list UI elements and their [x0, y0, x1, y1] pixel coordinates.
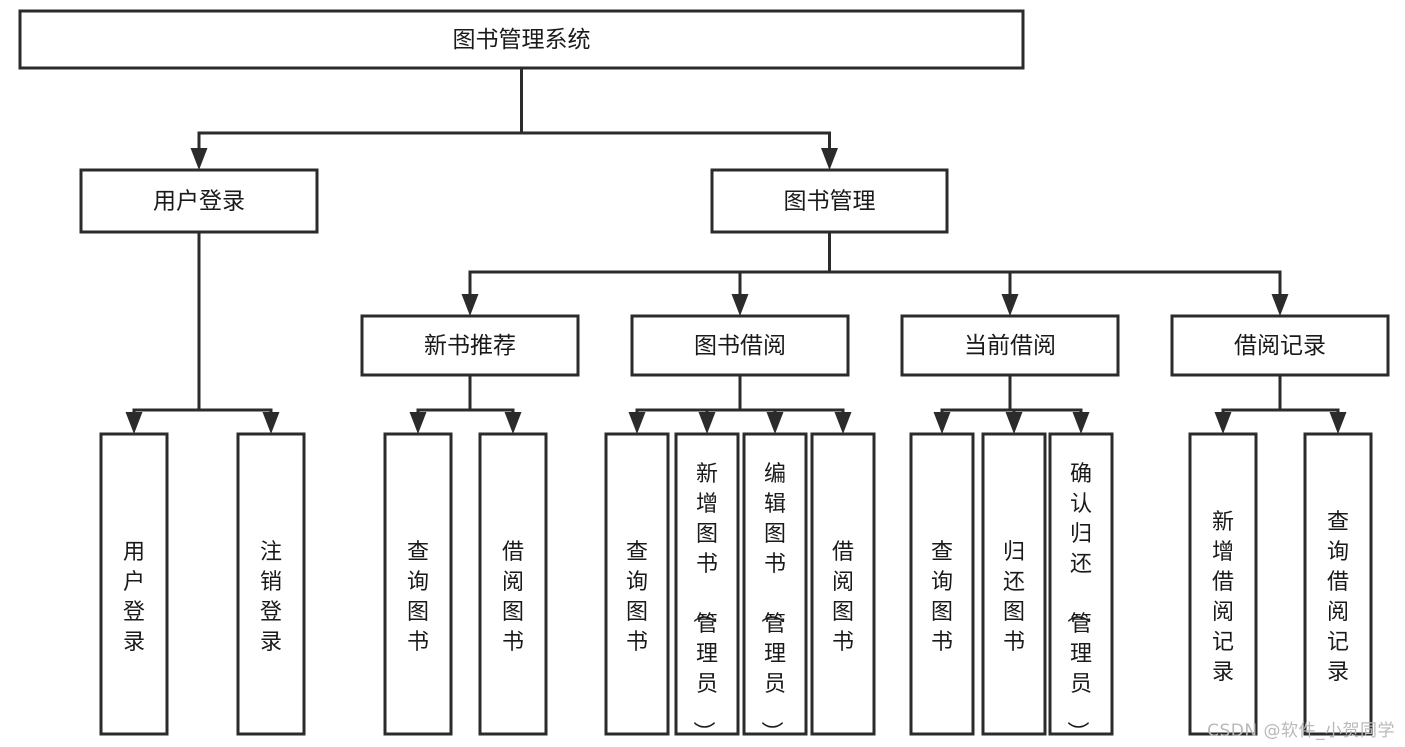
node-box: [909, 432, 975, 736]
node-label: 新书推荐: [424, 333, 516, 359]
arrow-head-icon: [933, 412, 951, 434]
arrow-head-icon: [1271, 294, 1289, 316]
node-label: 查询借阅记录: [1327, 510, 1349, 685]
node-current[interactable]: 当前借阅: [900, 314, 1120, 377]
node-box: [478, 432, 548, 736]
arrow-head-icon: [504, 412, 522, 434]
node-box: [1188, 432, 1258, 736]
node-label: 借阅图书: [502, 540, 524, 655]
watermark-label: CSDN @软件_小贺同学: [1207, 721, 1395, 741]
node-leaf-new-2[interactable]: 借阅图书: [478, 432, 548, 736]
edges-layer: [125, 66, 1347, 434]
node-box: [630, 314, 850, 377]
node-box: [383, 432, 453, 736]
node-box: [236, 432, 306, 736]
node-label: 用户登录: [123, 540, 145, 655]
edge-group-root: [190, 66, 838, 170]
node-box: [900, 314, 1120, 377]
node-box: [99, 432, 169, 736]
edge-group-bookmgmt: [461, 230, 1289, 316]
arrow-head-icon: [731, 294, 749, 316]
node-leaf-cur-3[interactable]: 确认归还（管理员）: [1048, 432, 1114, 743]
node-newbook[interactable]: 新书推荐: [360, 314, 580, 377]
node-label: 归还图书: [1003, 540, 1025, 655]
node-label: 查询图书: [931, 540, 953, 655]
node-label: 用户登录: [153, 189, 245, 215]
node-leaf-login-2[interactable]: 注销登录: [236, 432, 306, 736]
node-label: 借阅记录: [1234, 333, 1326, 359]
node-leaf-cur-1[interactable]: 查询图书: [909, 432, 975, 736]
node-label: 借阅图书: [832, 540, 854, 655]
node-label: 新增图书（管理员）: [690, 462, 718, 743]
node-box: [1048, 432, 1114, 736]
node-leaf-bor-3[interactable]: 编辑图书（管理员）: [742, 432, 808, 743]
node-leaf-rec-1[interactable]: 新增借阅记录: [1188, 432, 1258, 736]
arrow-head-icon: [1329, 412, 1347, 434]
arrow-head-icon: [1001, 294, 1019, 316]
node-box: [360, 314, 580, 377]
arrow-head-icon: [1005, 412, 1023, 434]
node-box: [981, 432, 1047, 736]
edge-group-login: [125, 230, 280, 434]
node-label: 新增借阅记录: [1212, 510, 1234, 685]
node-label: 注销登录: [260, 540, 282, 655]
node-box: [18, 9, 1025, 70]
node-root[interactable]: 图书管理系统: [18, 9, 1025, 70]
node-bookmgmt[interactable]: 图书管理: [710, 168, 949, 234]
edge-group-records: [1214, 373, 1347, 434]
arrow-head-icon: [461, 294, 479, 316]
arrow-head-icon: [766, 412, 784, 434]
node-label: 查询图书: [407, 540, 429, 655]
node-leaf-bor-4[interactable]: 借阅图书: [810, 432, 876, 736]
node-records[interactable]: 借阅记录: [1170, 314, 1390, 377]
node-borrow[interactable]: 图书借阅: [630, 314, 850, 377]
edge-group-borrow: [628, 373, 852, 434]
node-box: [810, 432, 876, 736]
node-box: [710, 168, 949, 234]
node-leaf-login-1[interactable]: 用户登录: [99, 432, 169, 736]
node-label: 确认归还（管理员）: [1064, 462, 1092, 743]
node-login[interactable]: 用户登录: [79, 168, 319, 234]
node-box: [604, 432, 670, 736]
arrow-head-icon: [1072, 412, 1090, 434]
node-leaf-new-1[interactable]: 查询图书: [383, 432, 453, 736]
node-leaf-bor-2[interactable]: 新增图书（管理员）: [674, 432, 740, 743]
node-label: 图书管理: [784, 189, 876, 215]
arrow-head-icon: [190, 148, 208, 170]
edge-group-newbook: [409, 373, 522, 434]
arrow-head-icon: [821, 148, 838, 170]
node-label: 查询图书: [626, 540, 648, 655]
node-leaf-cur-2[interactable]: 归还图书: [981, 432, 1047, 736]
node-label: 当前借阅: [964, 333, 1056, 359]
edge-group-current: [933, 373, 1090, 434]
node-label: 图书管理系统: [453, 27, 591, 53]
node-leaf-bor-1[interactable]: 查询图书: [604, 432, 670, 736]
node-label: 图书借阅: [694, 333, 786, 359]
arrow-head-icon: [1214, 412, 1232, 434]
arrow-head-icon: [628, 412, 646, 434]
node-box: [79, 168, 319, 234]
arrow-head-icon: [262, 412, 280, 434]
arrow-head-icon: [834, 412, 852, 434]
node-box: [742, 432, 808, 736]
arrow-head-icon: [698, 412, 716, 434]
node-box: [1170, 314, 1390, 377]
nodes-layer: 图书管理系统用户登录图书管理新书推荐图书借阅当前借阅借阅记录用户登录注销登录查询…: [18, 9, 1390, 743]
node-box: [1303, 432, 1373, 736]
node-leaf-rec-2[interactable]: 查询借阅记录: [1303, 432, 1373, 736]
arrow-head-icon: [125, 412, 143, 434]
node-box: [674, 432, 740, 736]
arrow-head-icon: [409, 412, 427, 434]
node-label: 编辑图书（管理员）: [758, 462, 786, 743]
